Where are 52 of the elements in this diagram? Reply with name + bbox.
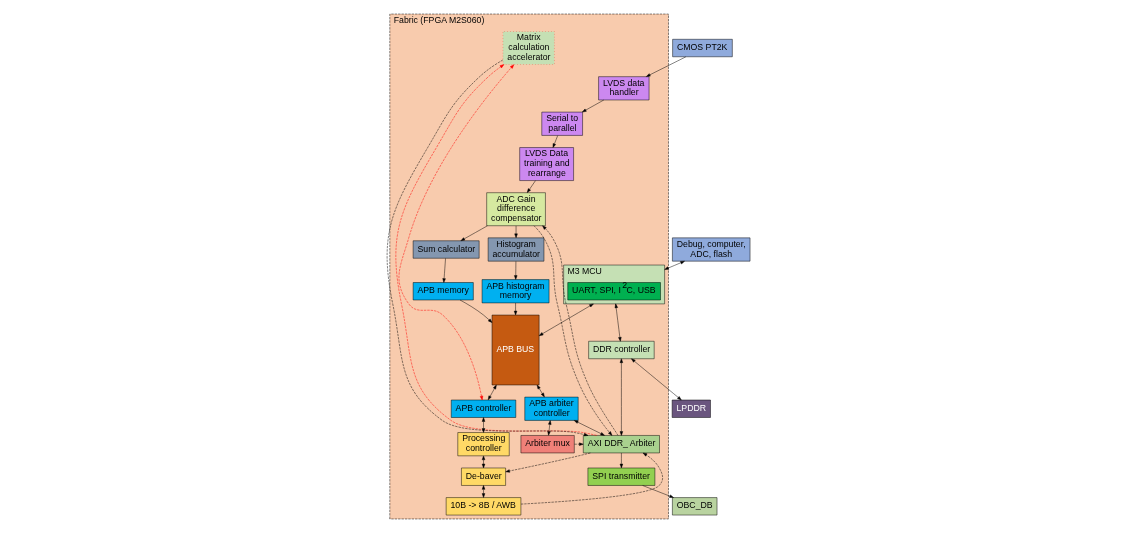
arrow xyxy=(520,452,663,505)
node-box: 10B -> 8B / AWB xyxy=(445,497,522,516)
node-box: APB histogram memory xyxy=(481,279,550,304)
node-box: Arbiter mux xyxy=(520,435,575,454)
arrow xyxy=(642,485,674,498)
node-box: Histogram accumulator xyxy=(487,237,545,262)
arrow xyxy=(481,417,486,433)
node-box: LPDDR xyxy=(671,399,711,418)
node-box: APB controller xyxy=(451,399,517,418)
arrow xyxy=(574,442,584,446)
arrow xyxy=(614,303,622,342)
node-box: DDR controller xyxy=(588,341,655,359)
arrow xyxy=(481,455,486,469)
arrow xyxy=(573,420,605,436)
arrow xyxy=(582,99,605,113)
arrow xyxy=(459,299,493,323)
node-box: CMOS PT2K xyxy=(672,39,733,57)
arrow xyxy=(526,180,536,193)
arrow xyxy=(619,358,623,436)
arrow xyxy=(505,452,591,473)
node-box: LVDS data handler xyxy=(598,76,650,101)
node-box: Debug, computer, ADC, flash xyxy=(672,237,751,262)
node-box: APB arbiter controller xyxy=(524,396,579,421)
arrow xyxy=(460,225,488,241)
node-box: OBC_DB xyxy=(672,497,718,516)
arrow xyxy=(619,452,623,469)
node-box: Matrix calculation accelerator xyxy=(502,31,555,65)
arrow xyxy=(646,56,687,77)
node-box: SPI transmitter xyxy=(587,467,656,486)
node-box: LVDS Data training and rearrange xyxy=(519,147,574,181)
arrow xyxy=(514,225,518,238)
arrow xyxy=(481,485,486,498)
arrow xyxy=(536,384,545,398)
node-box: De-baver xyxy=(461,467,506,486)
arrow xyxy=(533,225,613,436)
node-box: Sum calculator xyxy=(412,240,480,259)
arrow xyxy=(538,303,594,336)
arrow xyxy=(442,258,446,283)
arrow xyxy=(664,260,685,270)
arrow xyxy=(552,135,558,148)
node-box: Processing controller xyxy=(457,432,510,457)
arrow xyxy=(631,358,682,401)
arrow xyxy=(487,384,497,401)
node-box: APB memory xyxy=(412,282,474,301)
arrow xyxy=(542,225,619,436)
arrow xyxy=(547,420,552,436)
arrow xyxy=(514,261,518,280)
arrow xyxy=(398,64,515,401)
node-box: ADC Gain difference compensator xyxy=(486,192,546,226)
arrow xyxy=(513,302,518,316)
node-box: APB BUS xyxy=(491,314,540,386)
node-box: Serial to parallel xyxy=(541,111,583,136)
